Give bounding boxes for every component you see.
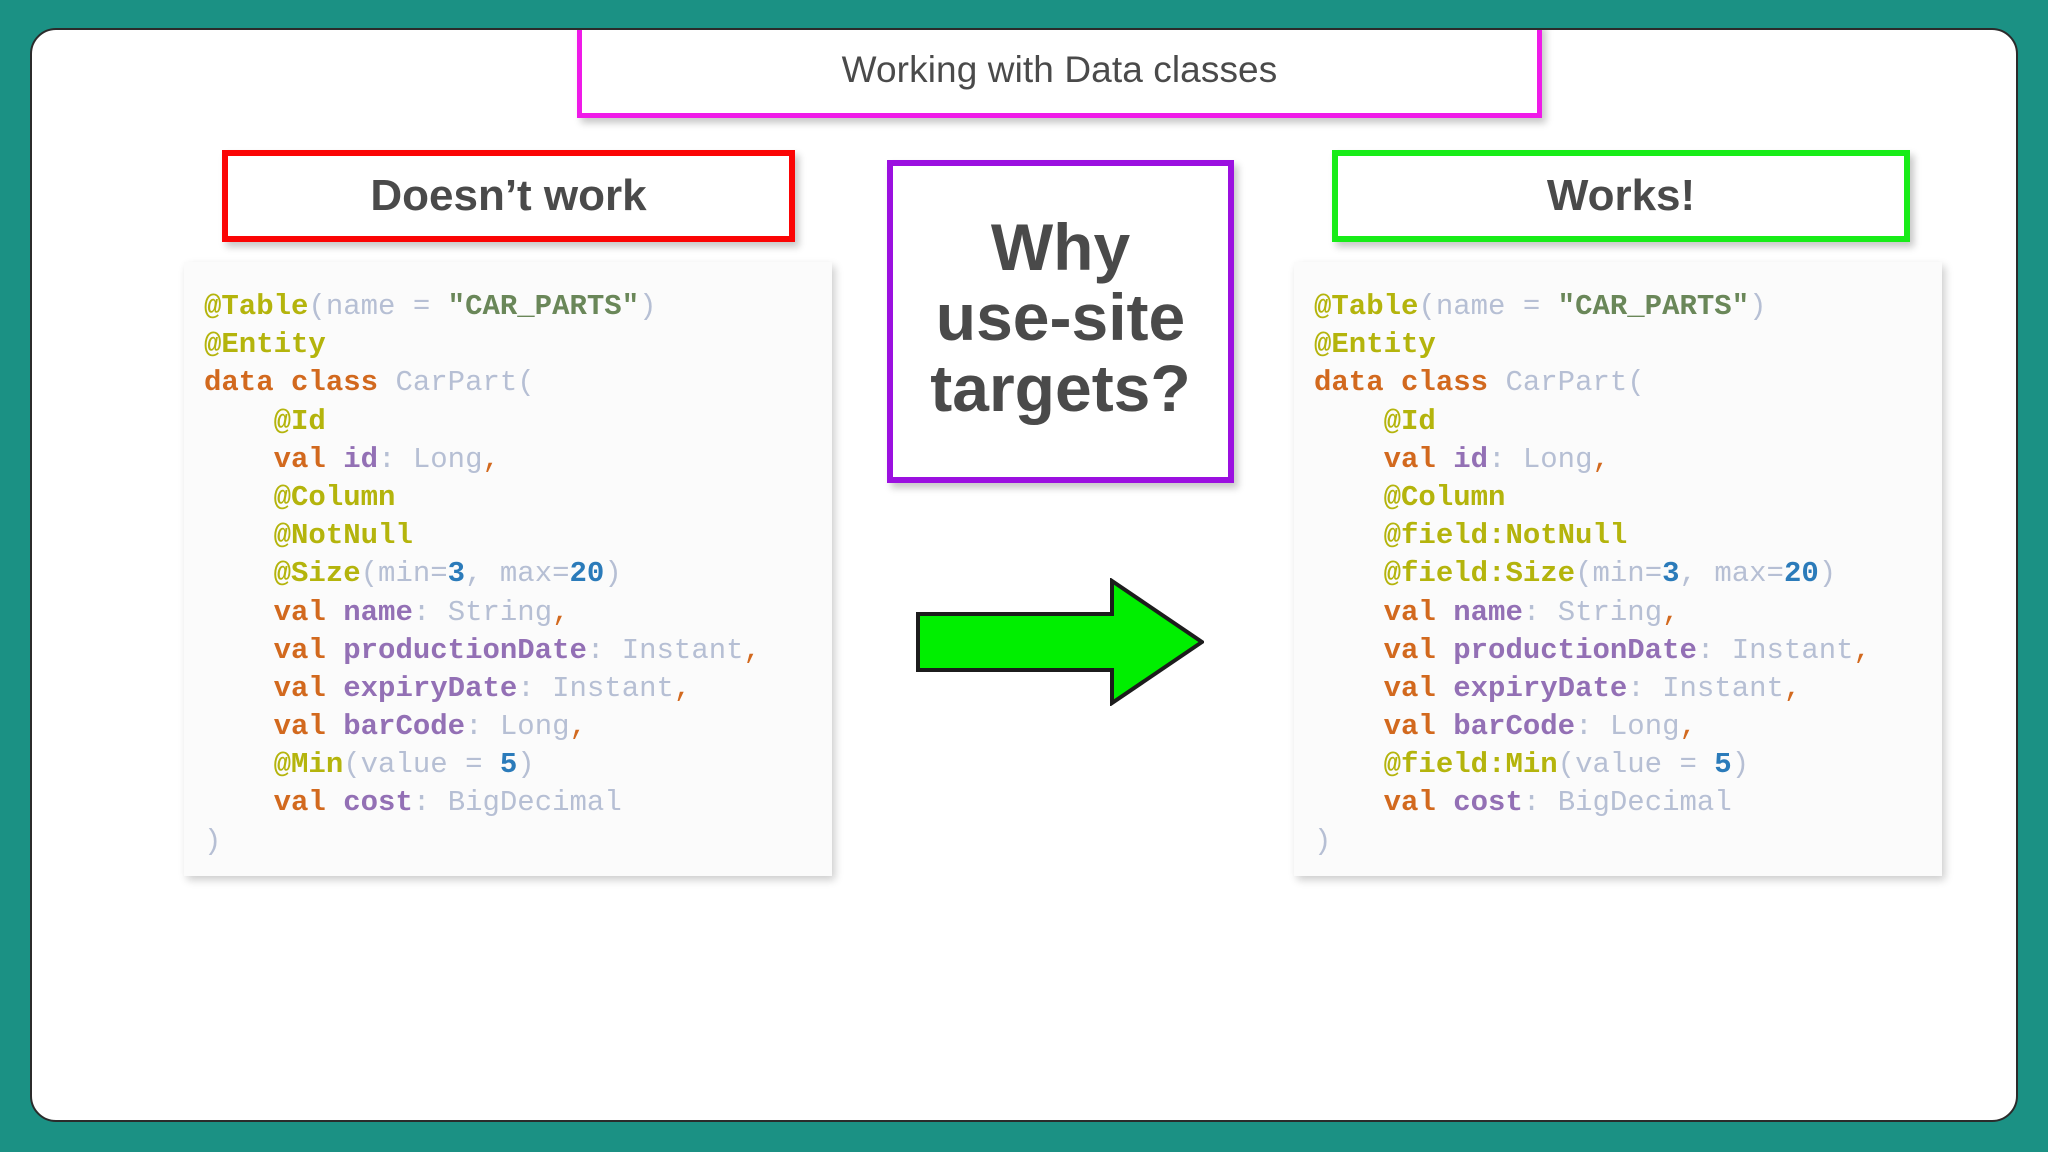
- slide-canvas: Working with Data classes Doesn’t work W…: [30, 28, 2018, 1122]
- code-line: data class CarPart(: [204, 366, 535, 400]
- code-line: val id: Long,: [273, 442, 500, 476]
- why-use-site-targets-box: Why use-site targets?: [887, 160, 1234, 483]
- code-line: val name: String,: [273, 595, 570, 629]
- code-line: val productionDate: Instant,: [273, 633, 761, 667]
- doesnt-work-label-box: Doesn’t work: [222, 150, 795, 242]
- code-line: @field:Min(value = 5): [1383, 748, 1750, 782]
- code-line: @Column: [1383, 480, 1506, 514]
- code-line: val cost: BigDecimal: [273, 786, 622, 820]
- code-line: val cost: BigDecimal: [1383, 786, 1732, 820]
- code-line: val expiryDate: Instant,: [1383, 671, 1802, 705]
- code-line: @field:Size(min=3, max=20): [1383, 557, 1837, 591]
- code-line: val barCode: Long,: [1383, 710, 1697, 744]
- code-line: val barCode: Long,: [273, 710, 587, 744]
- code-line: @NotNull: [273, 519, 413, 553]
- code-line: val name: String,: [1383, 595, 1680, 629]
- code-line: @Entity: [204, 328, 326, 362]
- code-block-doesnt-work: @Table(name = "CAR_PARTS") @Entity data cl…: [184, 262, 832, 876]
- code-line: @Table(name = "CAR_PARTS"): [204, 290, 657, 323]
- code-line: @Size(min=3, max=20): [273, 557, 622, 591]
- code-line: val id: Long,: [1383, 442, 1610, 476]
- code-line: data class CarPart(: [1314, 366, 1645, 400]
- right-arrow-icon: [916, 578, 1204, 706]
- code-line: @field:NotNull: [1383, 519, 1628, 553]
- code-line: val productionDate: Instant,: [1383, 633, 1871, 667]
- doesnt-work-label: Doesn’t work: [370, 171, 647, 220]
- code-line: @Table(name = "CAR_PARTS"): [1314, 290, 1767, 323]
- code-line: @Id: [1383, 404, 1436, 438]
- slide-title-box: Working with Data classes: [577, 30, 1542, 118]
- code-block-works: @Table(name = "CAR_PARTS") @Entity data cl…: [1294, 262, 1942, 876]
- code-line: @Id: [273, 404, 326, 438]
- code-line: ): [1314, 824, 1332, 858]
- code-line: @Min(value = 5): [273, 748, 535, 782]
- code-line: @Entity: [1314, 328, 1436, 362]
- works-label: Works!: [1546, 171, 1696, 220]
- code-line: ): [204, 824, 222, 858]
- code-line: @Column: [273, 480, 396, 514]
- code-line: val expiryDate: Instant,: [273, 671, 692, 705]
- question-line-2: use-site: [935, 280, 1186, 355]
- question-line-3: targets?: [930, 350, 1191, 425]
- page-title: Working with Data classes: [841, 49, 1278, 90]
- question-line-1: Why: [990, 209, 1131, 284]
- works-label-box: Works!: [1332, 150, 1910, 242]
